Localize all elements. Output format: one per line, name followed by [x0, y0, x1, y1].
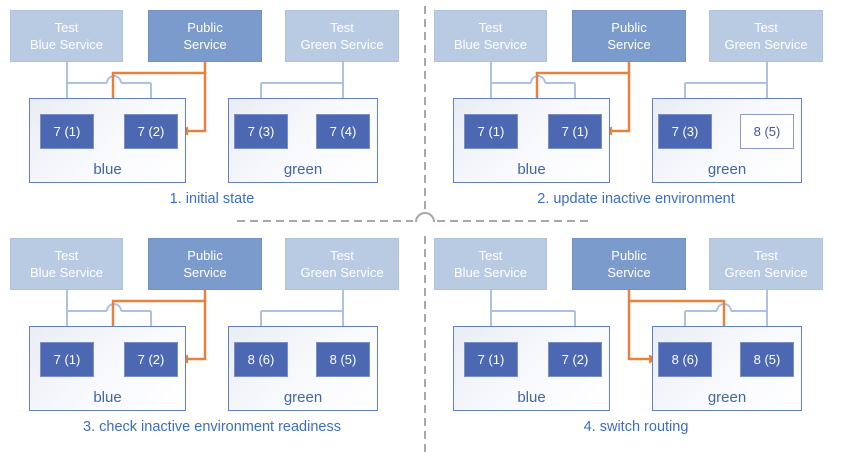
pod-label: 7 (3): [671, 124, 699, 139]
service-public: Public Service: [572, 10, 686, 62]
pod: 7 (1): [40, 342, 94, 377]
service-label-line: Test: [754, 248, 778, 263]
service-test-green: Test Green Service: [709, 238, 823, 290]
service-label-line: Public: [611, 248, 647, 263]
service-test-blue: Test Blue Service: [10, 10, 123, 62]
service-public: Public Service: [572, 238, 686, 290]
service-public: Public Service: [148, 238, 262, 290]
pod-label: 7 (1): [477, 124, 505, 139]
environment-label: green: [707, 161, 747, 178]
panel-caption: 2. update inactive environment: [537, 191, 735, 207]
service-label-line: Service: [607, 37, 651, 52]
service-public: Public Service: [148, 10, 262, 62]
service-label-line: Blue Service: [30, 37, 103, 52]
panel-1-initial-state: Test Blue Service Public Service Test Gr…: [0, 0, 424, 228]
test-route-arrows: [66, 290, 344, 332]
service-label-line: Public: [611, 20, 647, 35]
pod: 7 (1): [464, 342, 518, 377]
pod-label: 7 (2): [561, 352, 589, 367]
service-label-line: Public: [187, 248, 223, 263]
service-test-blue: Test Blue Service: [434, 10, 547, 62]
service-label-line: Green Service: [300, 265, 384, 280]
pod: 7 (4): [316, 114, 370, 149]
pod-label: 7 (1): [53, 124, 81, 139]
service-label-line: Test: [330, 20, 354, 35]
environment-label: blue: [517, 389, 546, 406]
service-label-line: Test: [754, 20, 778, 35]
service-label-line: Test: [330, 248, 354, 263]
environment-label: green: [283, 389, 323, 406]
service-label-line: Test: [478, 20, 503, 35]
pod: 8 (5): [740, 114, 794, 149]
environment-label: blue: [93, 389, 122, 406]
service-label-line: Service: [183, 37, 227, 52]
service-label-line: Service: [607, 265, 651, 280]
panel-caption: 3. check inactive environment readiness: [83, 419, 341, 435]
pod: 7 (3): [234, 114, 288, 149]
pod-label: 7 (3): [247, 124, 275, 139]
service-label-line: Green Service: [724, 265, 808, 280]
environment-label: blue: [93, 161, 122, 178]
service-label-line: Blue Service: [454, 37, 527, 52]
panel-3-check-readiness: Test Blue Service Public Service Test Gr…: [0, 228, 424, 456]
pod-label: 8 (6): [671, 352, 699, 367]
service-label-line: Green Service: [724, 37, 808, 52]
service-label-line: Blue Service: [454, 265, 527, 280]
pod: 7 (2): [548, 342, 602, 377]
pod-label: 7 (1): [53, 352, 81, 367]
pod-label: 8 (5): [753, 352, 781, 367]
service-label-line: Service: [183, 265, 227, 280]
service-test-green: Test Green Service: [709, 10, 823, 62]
pod: 7 (1): [464, 114, 518, 149]
pod: 7 (3): [658, 114, 712, 149]
service-label-line: Green Service: [300, 37, 384, 52]
service-test-blue: Test Blue Service: [434, 238, 547, 290]
pod-label: 7 (2): [137, 124, 165, 139]
pod-label: 8 (6): [247, 352, 275, 367]
pod-label: 7 (1): [561, 124, 589, 139]
pod-label: 8 (5): [753, 124, 781, 139]
service-test-green: Test Green Service: [285, 238, 399, 290]
panel-caption: 4. switch routing: [583, 419, 689, 435]
pod-label: 8 (5): [329, 352, 357, 367]
pod-label: 7 (4): [329, 124, 357, 139]
environment-label: green: [283, 161, 323, 178]
pod: 8 (5): [740, 342, 794, 377]
pod: 8 (6): [234, 342, 288, 377]
panel-4-switch-routing: Test Blue Service Public Service Test Gr…: [424, 228, 848, 456]
pod: 7 (2): [124, 114, 178, 149]
service-label-line: Public: [187, 20, 223, 35]
pod-label: 7 (2): [137, 352, 165, 367]
panel-caption: 1. initial state: [169, 191, 255, 207]
pod-label: 7 (1): [477, 352, 505, 367]
environment-label: green: [707, 389, 747, 406]
service-test-blue: Test Blue Service: [10, 238, 123, 290]
pod: 7 (1): [40, 114, 94, 149]
pod: 7 (2): [124, 342, 178, 377]
environment-label: blue: [517, 161, 546, 178]
pod: 8 (5): [316, 342, 370, 377]
service-test-green: Test Green Service: [285, 10, 399, 62]
pod: 8 (6): [658, 342, 712, 377]
panel-2-update-inactive: Test Blue Service Public Service Test Gr…: [424, 0, 848, 228]
pod: 7 (1): [548, 114, 602, 149]
service-label-line: Test: [54, 248, 79, 263]
service-label-line: Blue Service: [30, 265, 103, 280]
service-label-line: Test: [54, 20, 79, 35]
test-route-arrows: [66, 62, 344, 104]
service-label-line: Test: [478, 248, 503, 263]
